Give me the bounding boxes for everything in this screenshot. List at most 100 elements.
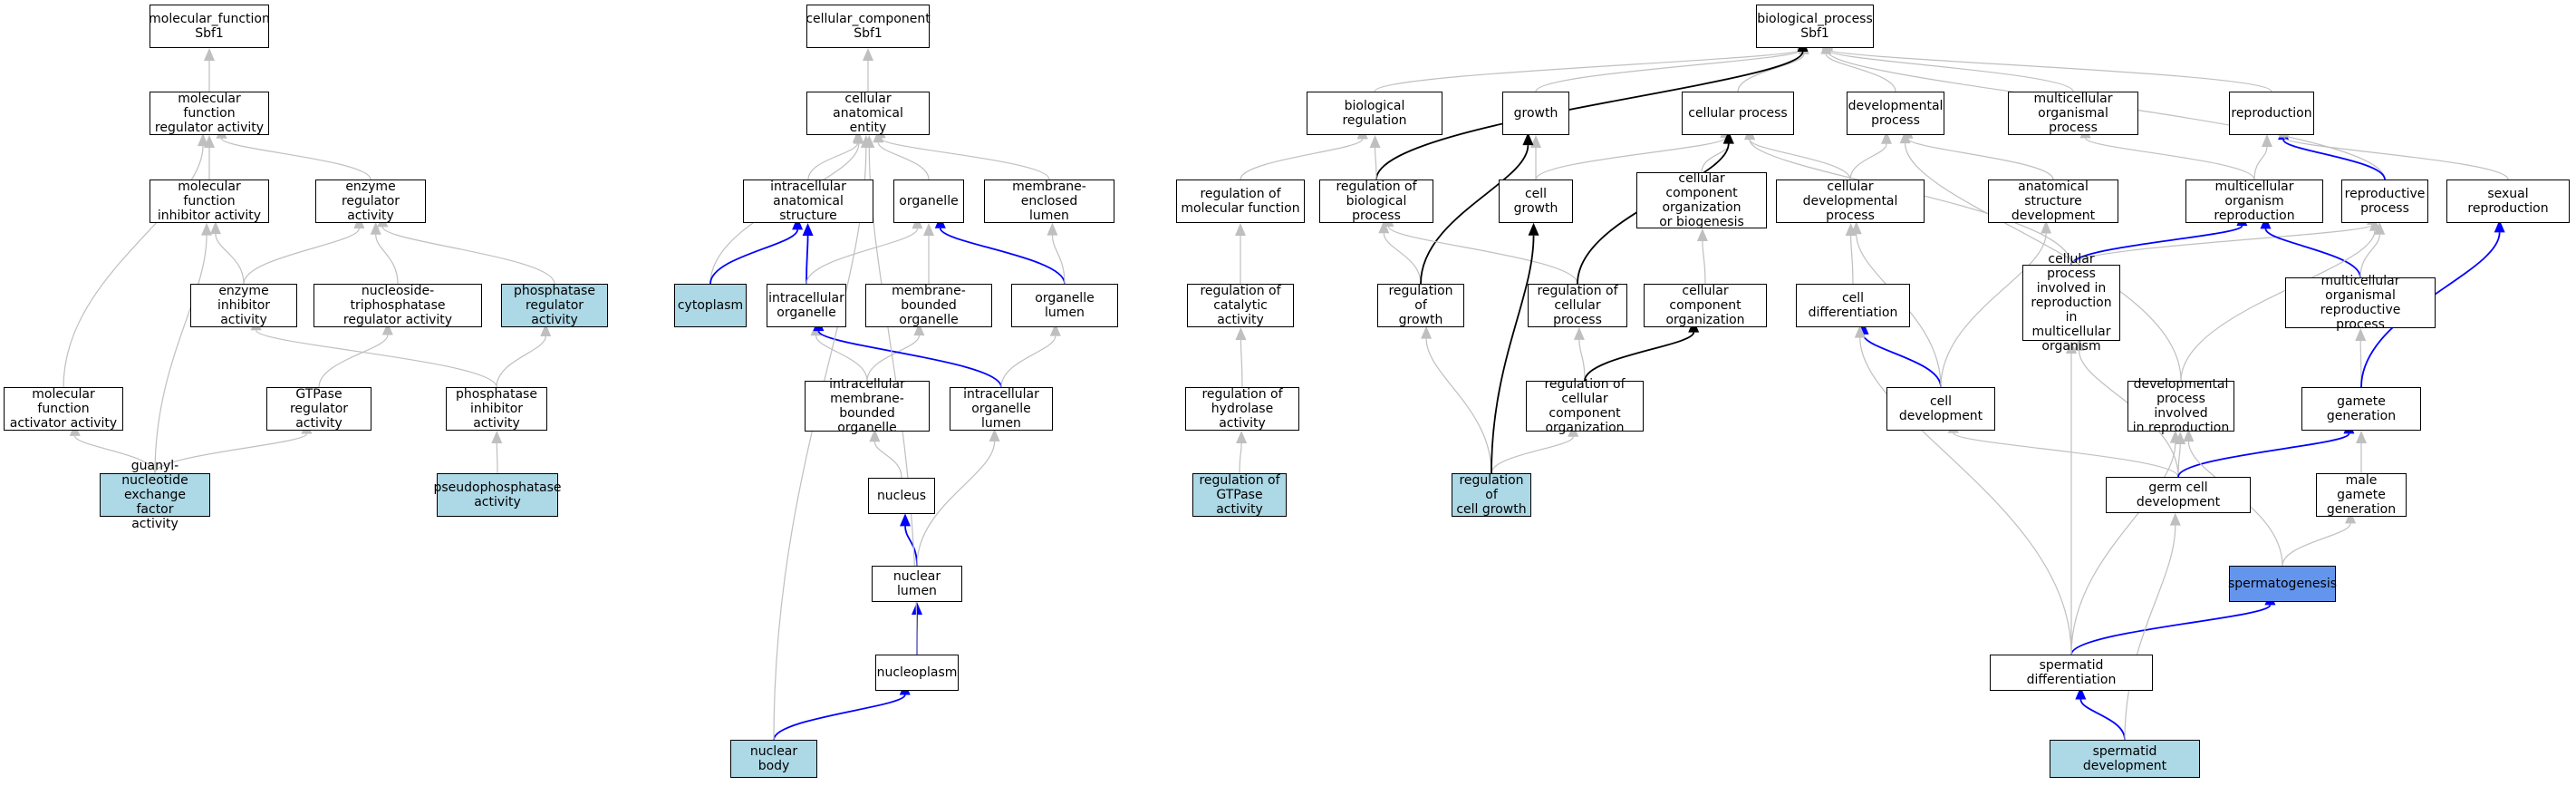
node-cp_repro[interactable]: cellular process involved in reproductio… <box>2022 252 2120 354</box>
arrowhead-gnef-to-mf_inhib <box>201 222 213 236</box>
arrowhead-reg_gtpase-to-reg_hydro <box>1236 430 1248 443</box>
arrowhead-enz_inhib-to-mf_inhib <box>209 221 221 235</box>
node-reg_cp[interactable]: regulation of cellular process <box>1528 284 1627 327</box>
node-reg_growth[interactable]: regulation of growth <box>1377 284 1464 327</box>
arrowhead-reg_growth-to-reg_bp <box>1378 220 1390 234</box>
node-dev_proc[interactable]: developmental process <box>1847 92 1944 135</box>
edge-mc_org_repro_proc-to-repro_proc <box>2359 234 2380 278</box>
node-gnef[interactable]: guanyl-nucleotide exchange factor activi… <box>100 459 210 531</box>
edge-reg_bp-to-bio_reg <box>1374 147 1377 180</box>
node-ntp_reg[interactable]: nucleoside-triphosphatase regulator acti… <box>314 284 482 327</box>
node-reg_cell_growth[interactable]: regulation of cell growth <box>1452 473 1531 517</box>
node-label: spermatid development <box>2082 743 2167 773</box>
edge-ic_org-to-ias <box>806 235 809 285</box>
node-enz_inhib[interactable]: enzyme inhibitor activity <box>190 284 297 327</box>
node-growth[interactable]: growth <box>1502 92 1569 135</box>
node-spermatogenesis[interactable]: spermatogenesis <box>2228 566 2337 602</box>
edge-anat_dev-to-dev_proc <box>1906 138 2054 180</box>
node-mc_org_proc[interactable]: multicellular organismal process <box>2008 92 2138 135</box>
node-anat_dev[interactable]: anatomical structure development <box>1988 180 2118 223</box>
node-label: molecular function inhibitor activity <box>157 179 262 224</box>
node-nucleoplasm[interactable]: nucleoplasm <box>875 655 959 691</box>
node-label: regulation of molecular function <box>1181 186 1300 216</box>
node-reg_cco[interactable]: regulation of cellular component organiz… <box>1526 377 1644 435</box>
node-bio_reg[interactable]: biological regulation <box>1307 92 1442 135</box>
edge-reg_cell_growth-to-cell_growth <box>1491 235 1535 474</box>
node-cc_root[interactable]: cellular_component Sbf1 <box>806 5 931 48</box>
node-reg_bp[interactable]: regulation of biological process <box>1319 180 1433 223</box>
edge-organelle-to-cae <box>877 142 930 180</box>
node-phos_inhib[interactable]: phosphatase inhibitor activity <box>446 387 547 431</box>
arrowhead-gamete_gen-to-sex_repro <box>2494 219 2505 233</box>
node-bp_root[interactable]: biological_process Sbf1 <box>1756 5 1874 48</box>
node-gamete_gen[interactable]: gamete generation <box>2301 387 2421 431</box>
edge-germ_cell_dev-to-cell_dev <box>1953 432 2179 478</box>
node-cell_growth[interactable]: cell growth <box>1499 180 1573 223</box>
node-ias[interactable]: intracellular anatomical structure <box>743 180 873 223</box>
edge-spermatid_diff-to-cell_diff <box>1859 337 2072 655</box>
edge-cp_repro-to-mc_org_repro <box>2070 225 2243 266</box>
node-repro_proc[interactable]: reproductive process <box>2341 180 2428 223</box>
node-imbo[interactable]: intracellular membrane-bounded organelle <box>805 377 930 435</box>
edge-cell_dev_proc-to-cell_proc <box>1749 139 1851 180</box>
node-mf_root[interactable]: molecular_function Sbf1 <box>149 5 270 48</box>
edge-cp_repro-to-repro_proc <box>2070 224 2373 266</box>
edge-ntp_reg-to-enz_reg <box>375 234 399 285</box>
node-dev_repro[interactable]: developmental process involved in reprod… <box>2127 377 2234 435</box>
node-sex_repro[interactable]: sexual reproduction <box>2446 180 2570 223</box>
arrowhead-cell_dev-to-cell_dev_proc <box>1850 221 1862 235</box>
edge-cell_dev_proc-to-dev_proc <box>1849 143 1887 180</box>
node-ic_org_lumen[interactable]: intracellular organelle lumen <box>950 387 1053 431</box>
node-reg_cat[interactable]: regulation of catalytic activity <box>1187 284 1294 327</box>
node-enz_reg[interactable]: enzyme regulator activity <box>315 180 426 223</box>
node-pseudophos[interactable]: pseudophosphatase activity <box>433 473 562 517</box>
node-reproduction[interactable]: reproduction <box>2229 92 2314 135</box>
node-spermatid_diff[interactable]: spermatid differentiation <box>1990 655 2153 691</box>
node-reg_hydro[interactable]: regulation of hydrolase activity <box>1185 387 1299 431</box>
arrowhead-male_gamete-to-gamete_gen <box>2356 431 2367 443</box>
arrowhead-phos_inhib-to-phos_reg <box>540 324 552 337</box>
node-cell_proc[interactable]: cellular process <box>1682 92 1794 135</box>
node-mf_act[interactable]: molecular function activator activity <box>4 387 123 431</box>
node-nucleus[interactable]: nucleus <box>868 478 935 514</box>
node-label: molecular_function Sbf1 <box>149 11 270 41</box>
node-org_lumen[interactable]: organelle lumen <box>1011 284 1118 327</box>
arrowhead-mb_org-to-organelle <box>923 223 934 236</box>
node-cell_diff[interactable]: cell differentiation <box>1796 284 1910 327</box>
node-cae[interactable]: cellular anatomical entity <box>806 92 930 135</box>
arrowhead-spermatid_diff-to-cp_repro <box>2066 341 2077 354</box>
node-cytoplasm[interactable]: cytoplasm <box>674 284 747 327</box>
node-label: regulation of catalytic activity <box>1200 283 1281 328</box>
edge-dev_repro-to-repro_proc <box>2180 230 2376 382</box>
node-germ_cell_dev[interactable]: germ cell development <box>2106 477 2251 513</box>
node-reg_gtpase[interactable]: regulation of GTPase activity <box>1192 473 1287 517</box>
arrowhead-nuc_lumen-to-ic_org_lumen <box>989 428 1000 442</box>
node-mel[interactable]: membrane-enclosed lumen <box>984 180 1114 223</box>
node-cco[interactable]: cellular component organization <box>1644 284 1767 327</box>
node-mf_reg[interactable]: molecular function regulator activity <box>150 92 269 135</box>
node-phos_reg[interactable]: phosphatase regulator activity <box>501 284 608 327</box>
node-reg_mf[interactable]: regulation of molecular function <box>1176 180 1305 223</box>
arrowhead-gamete_gen-to-mc_org_repro_proc <box>2355 327 2367 341</box>
edge-reg_growth-to-growth <box>1420 145 1529 285</box>
edge-mc_org_repro-to-mc_org_proc <box>2085 137 2255 180</box>
node-organelle[interactable]: organelle <box>893 180 964 223</box>
node-gtpase_reg[interactable]: GTPase regulator activity <box>266 387 371 431</box>
node-nuc_body[interactable]: nuclear body <box>730 740 817 778</box>
node-mc_org_repro_proc[interactable]: multicellular organismal reproductive pr… <box>2285 274 2436 332</box>
node-ccob[interactable]: cellular component organization or bioge… <box>1636 171 1767 229</box>
node-label: cell growth <box>1513 186 1558 216</box>
node-spermatid_dev[interactable]: spermatid development <box>2050 740 2200 778</box>
edge-reg_cell_growth-to-reg_cco <box>1491 436 1574 474</box>
node-ic_org[interactable]: intracellular organelle <box>767 284 846 327</box>
node-mc_org_repro[interactable]: multicellular organism reproduction <box>2185 180 2323 223</box>
node-male_gamete[interactable]: male gamete generation <box>2316 473 2407 517</box>
node-mb_org[interactable]: membrane-bounded organelle <box>865 284 992 327</box>
node-cell_dev[interactable]: cell development <box>1886 387 1995 431</box>
node-cell_dev_proc[interactable]: cellular developmental process <box>1776 180 1925 223</box>
node-label: gamete generation <box>2326 393 2397 423</box>
node-mf_inhib[interactable]: molecular function inhibitor activity <box>150 180 269 223</box>
node-nuc_lumen[interactable]: nuclear lumen <box>872 566 962 602</box>
arrowhead-reg_cco-to-reg_cp <box>1573 326 1585 340</box>
edge-germ_cell_dev-to-gamete_gen <box>2177 432 2350 478</box>
